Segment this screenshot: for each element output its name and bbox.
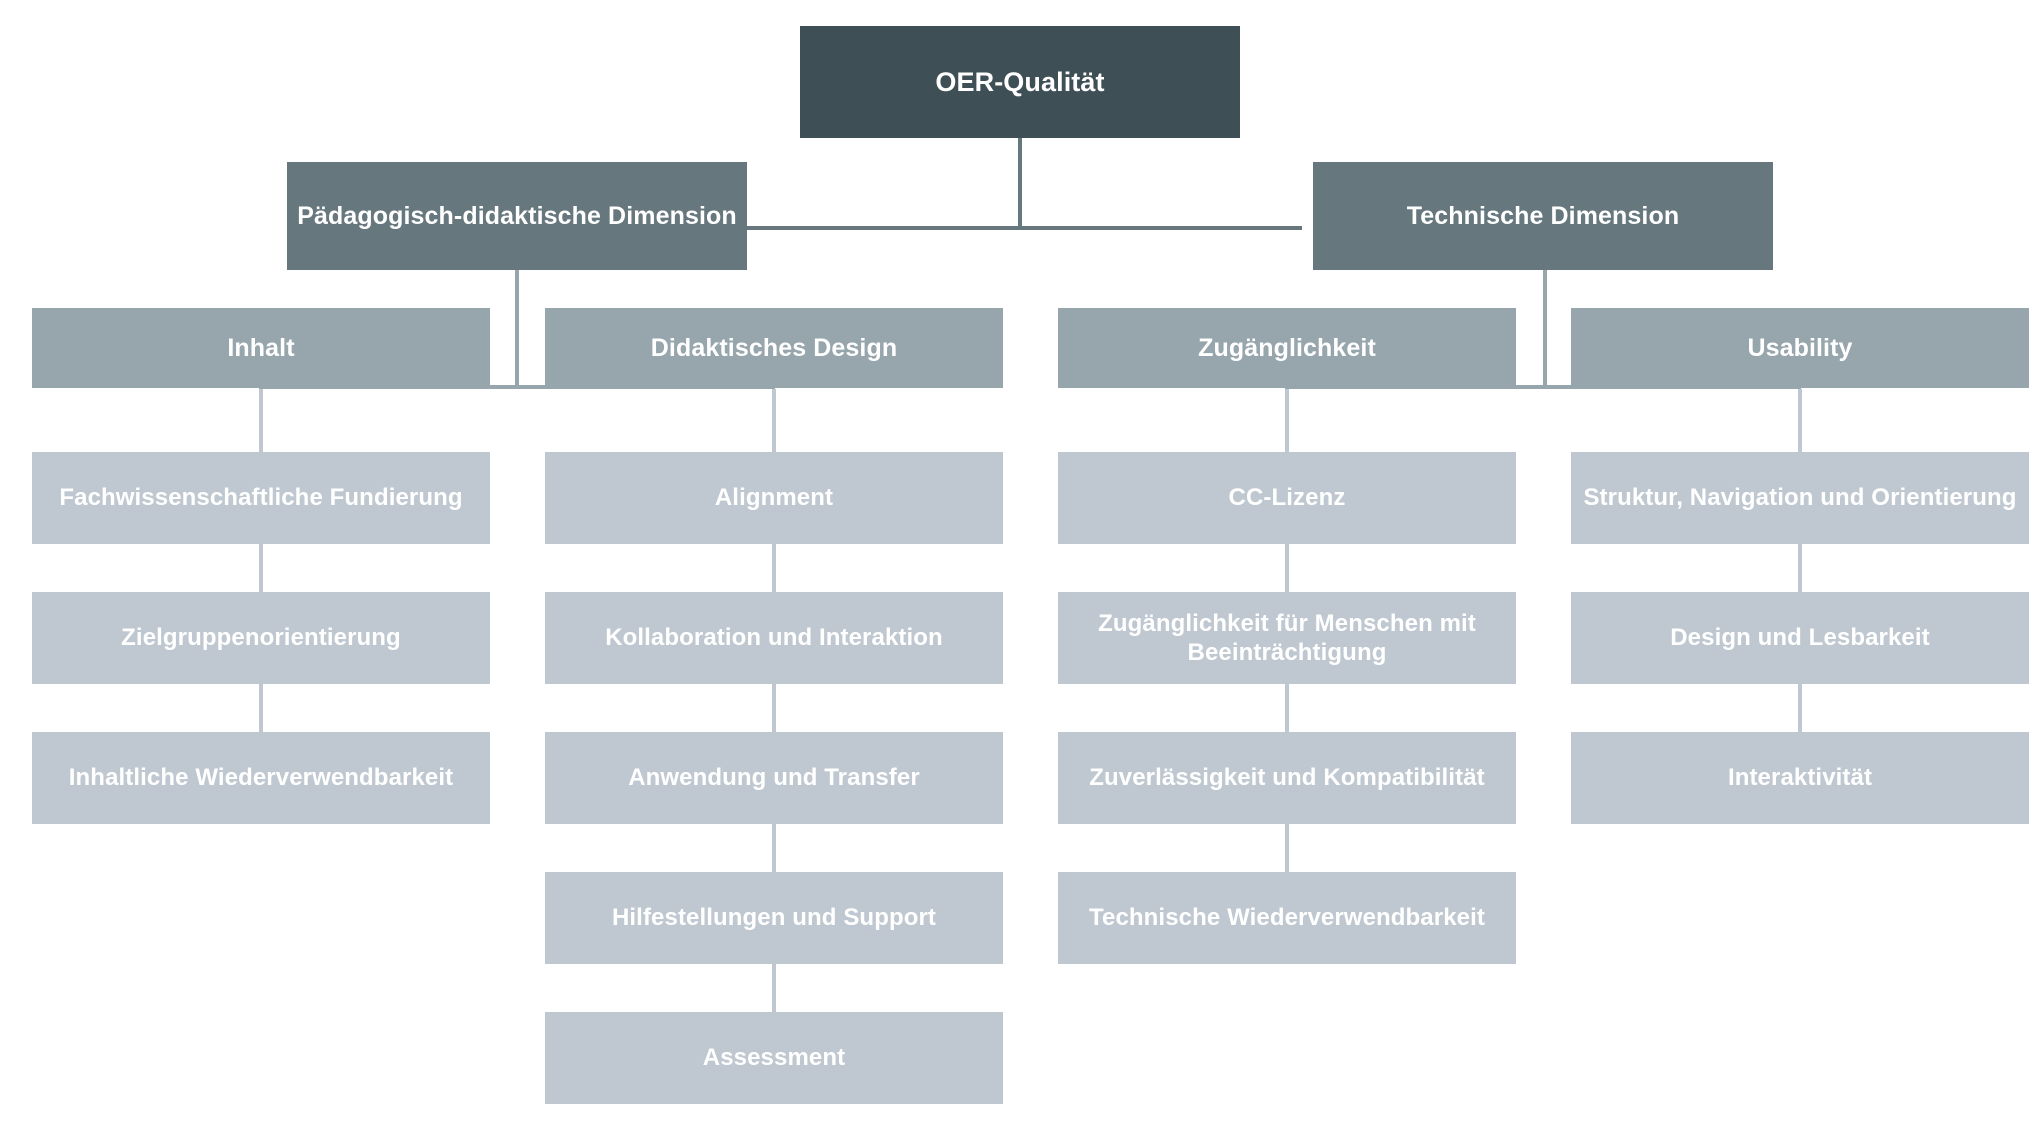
node-kollaboration-und-interaktion[interactable]: Kollaboration und Interaktion [545, 592, 1003, 684]
node-design-und-lesbarkeit[interactable]: Design und Lesbarkeit [1571, 592, 2029, 684]
node-inhalt[interactable]: Inhalt [32, 308, 490, 388]
connector-paedagogisch-bar [259, 385, 775, 389]
node-zielgruppenorientierung[interactable]: Zielgruppenorientierung [32, 592, 490, 684]
node-paedagogisch-didaktische-dimension[interactable]: Pädagogisch-didaktische Dimension [287, 162, 747, 270]
node-zuverlaessigkeit-und-kompatibilitaet[interactable]: Zuverlässigkeit und Kompatibilität [1058, 732, 1516, 824]
node-hilfestellungen-und-support[interactable]: Hilfestellungen und Support [545, 872, 1003, 964]
node-interaktivitaet[interactable]: Interaktivität [1571, 732, 2029, 824]
node-struktur-navigation-und-orientierung[interactable]: Struktur, Navigation und Orientierung [1571, 452, 2029, 544]
node-didaktisches-design[interactable]: Didaktisches Design [545, 308, 1003, 388]
node-usability[interactable]: Usability [1571, 308, 2029, 388]
node-assessment[interactable]: Assessment [545, 1012, 1003, 1104]
connector-technische-stem [1543, 268, 1547, 387]
connector-root-stem [1018, 138, 1022, 230]
node-zugaenglichkeit[interactable]: Zugänglichkeit [1058, 308, 1516, 388]
node-fachwissenschaftliche-fundierung[interactable]: Fachwissenschaftliche Fundierung [32, 452, 490, 544]
node-cc-lizenz[interactable]: CC-Lizenz [1058, 452, 1516, 544]
node-alignment[interactable]: Alignment [545, 452, 1003, 544]
node-technische-wiederverwendbarkeit[interactable]: Technische Wiederverwendbarkeit [1058, 872, 1516, 964]
connector-didaktisches-design-spine [772, 389, 776, 1060]
node-anwendung-und-transfer[interactable]: Anwendung und Transfer [545, 732, 1003, 824]
connector-dimension-spine [739, 226, 1302, 230]
node-inhaltliche-wiederverwendbarkeit[interactable]: Inhaltliche Wiederverwendbarkeit [32, 732, 490, 824]
node-oer-qualitaet[interactable]: OER-Qualität [800, 26, 1240, 138]
connector-usability-spine [1798, 389, 1802, 788]
connector-technische-bar [1285, 385, 1801, 389]
node-zugaenglichkeit-fuer-menschen-mit-beeintraechtigung[interactable]: Zugänglichkeit für Menschen mit Beeinträ… [1058, 592, 1516, 684]
connector-paedagogisch-stem [515, 268, 519, 387]
connector-inhalt-spine [259, 389, 263, 788]
node-technische-dimension[interactable]: Technische Dimension [1313, 162, 1773, 270]
